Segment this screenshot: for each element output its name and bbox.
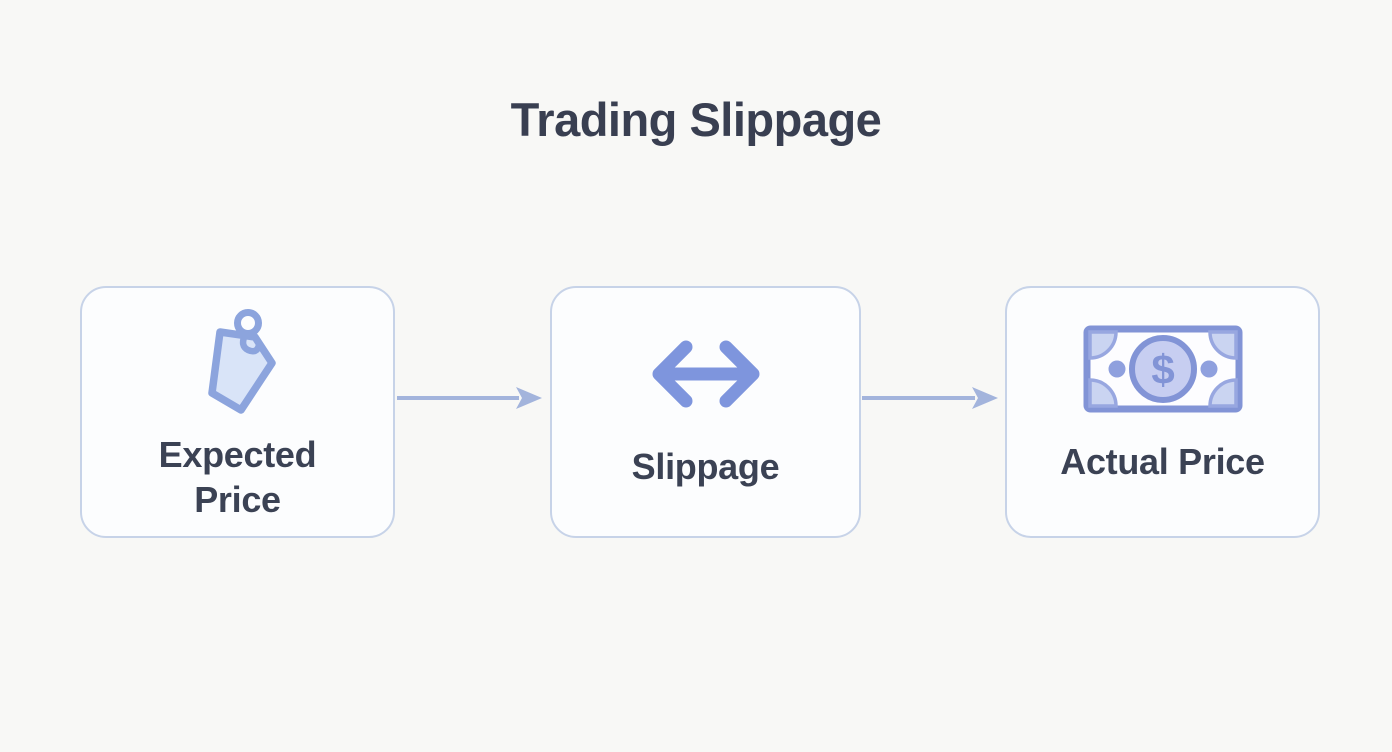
connector-arrow-1 bbox=[395, 385, 543, 411]
node-label-slippage: Slippage bbox=[631, 446, 780, 487]
node-slippage: Slippage bbox=[550, 286, 861, 538]
double-arrow-icon bbox=[642, 334, 770, 414]
price-tag-icon bbox=[186, 306, 290, 426]
connector-arrow-2 bbox=[861, 385, 999, 411]
node-label-actual-price: Actual Price bbox=[1060, 441, 1265, 482]
node-actual-price: $ Actual Price bbox=[1005, 286, 1320, 538]
node-expected-price: Expected Price bbox=[80, 286, 395, 538]
node-label-expected-price: Expected Price bbox=[158, 434, 317, 520]
banknote-icon: $ bbox=[1083, 325, 1243, 412]
diagram-title: Trading Slippage bbox=[510, 93, 882, 146]
dollar-sign-glyph: $ bbox=[1151, 346, 1174, 393]
